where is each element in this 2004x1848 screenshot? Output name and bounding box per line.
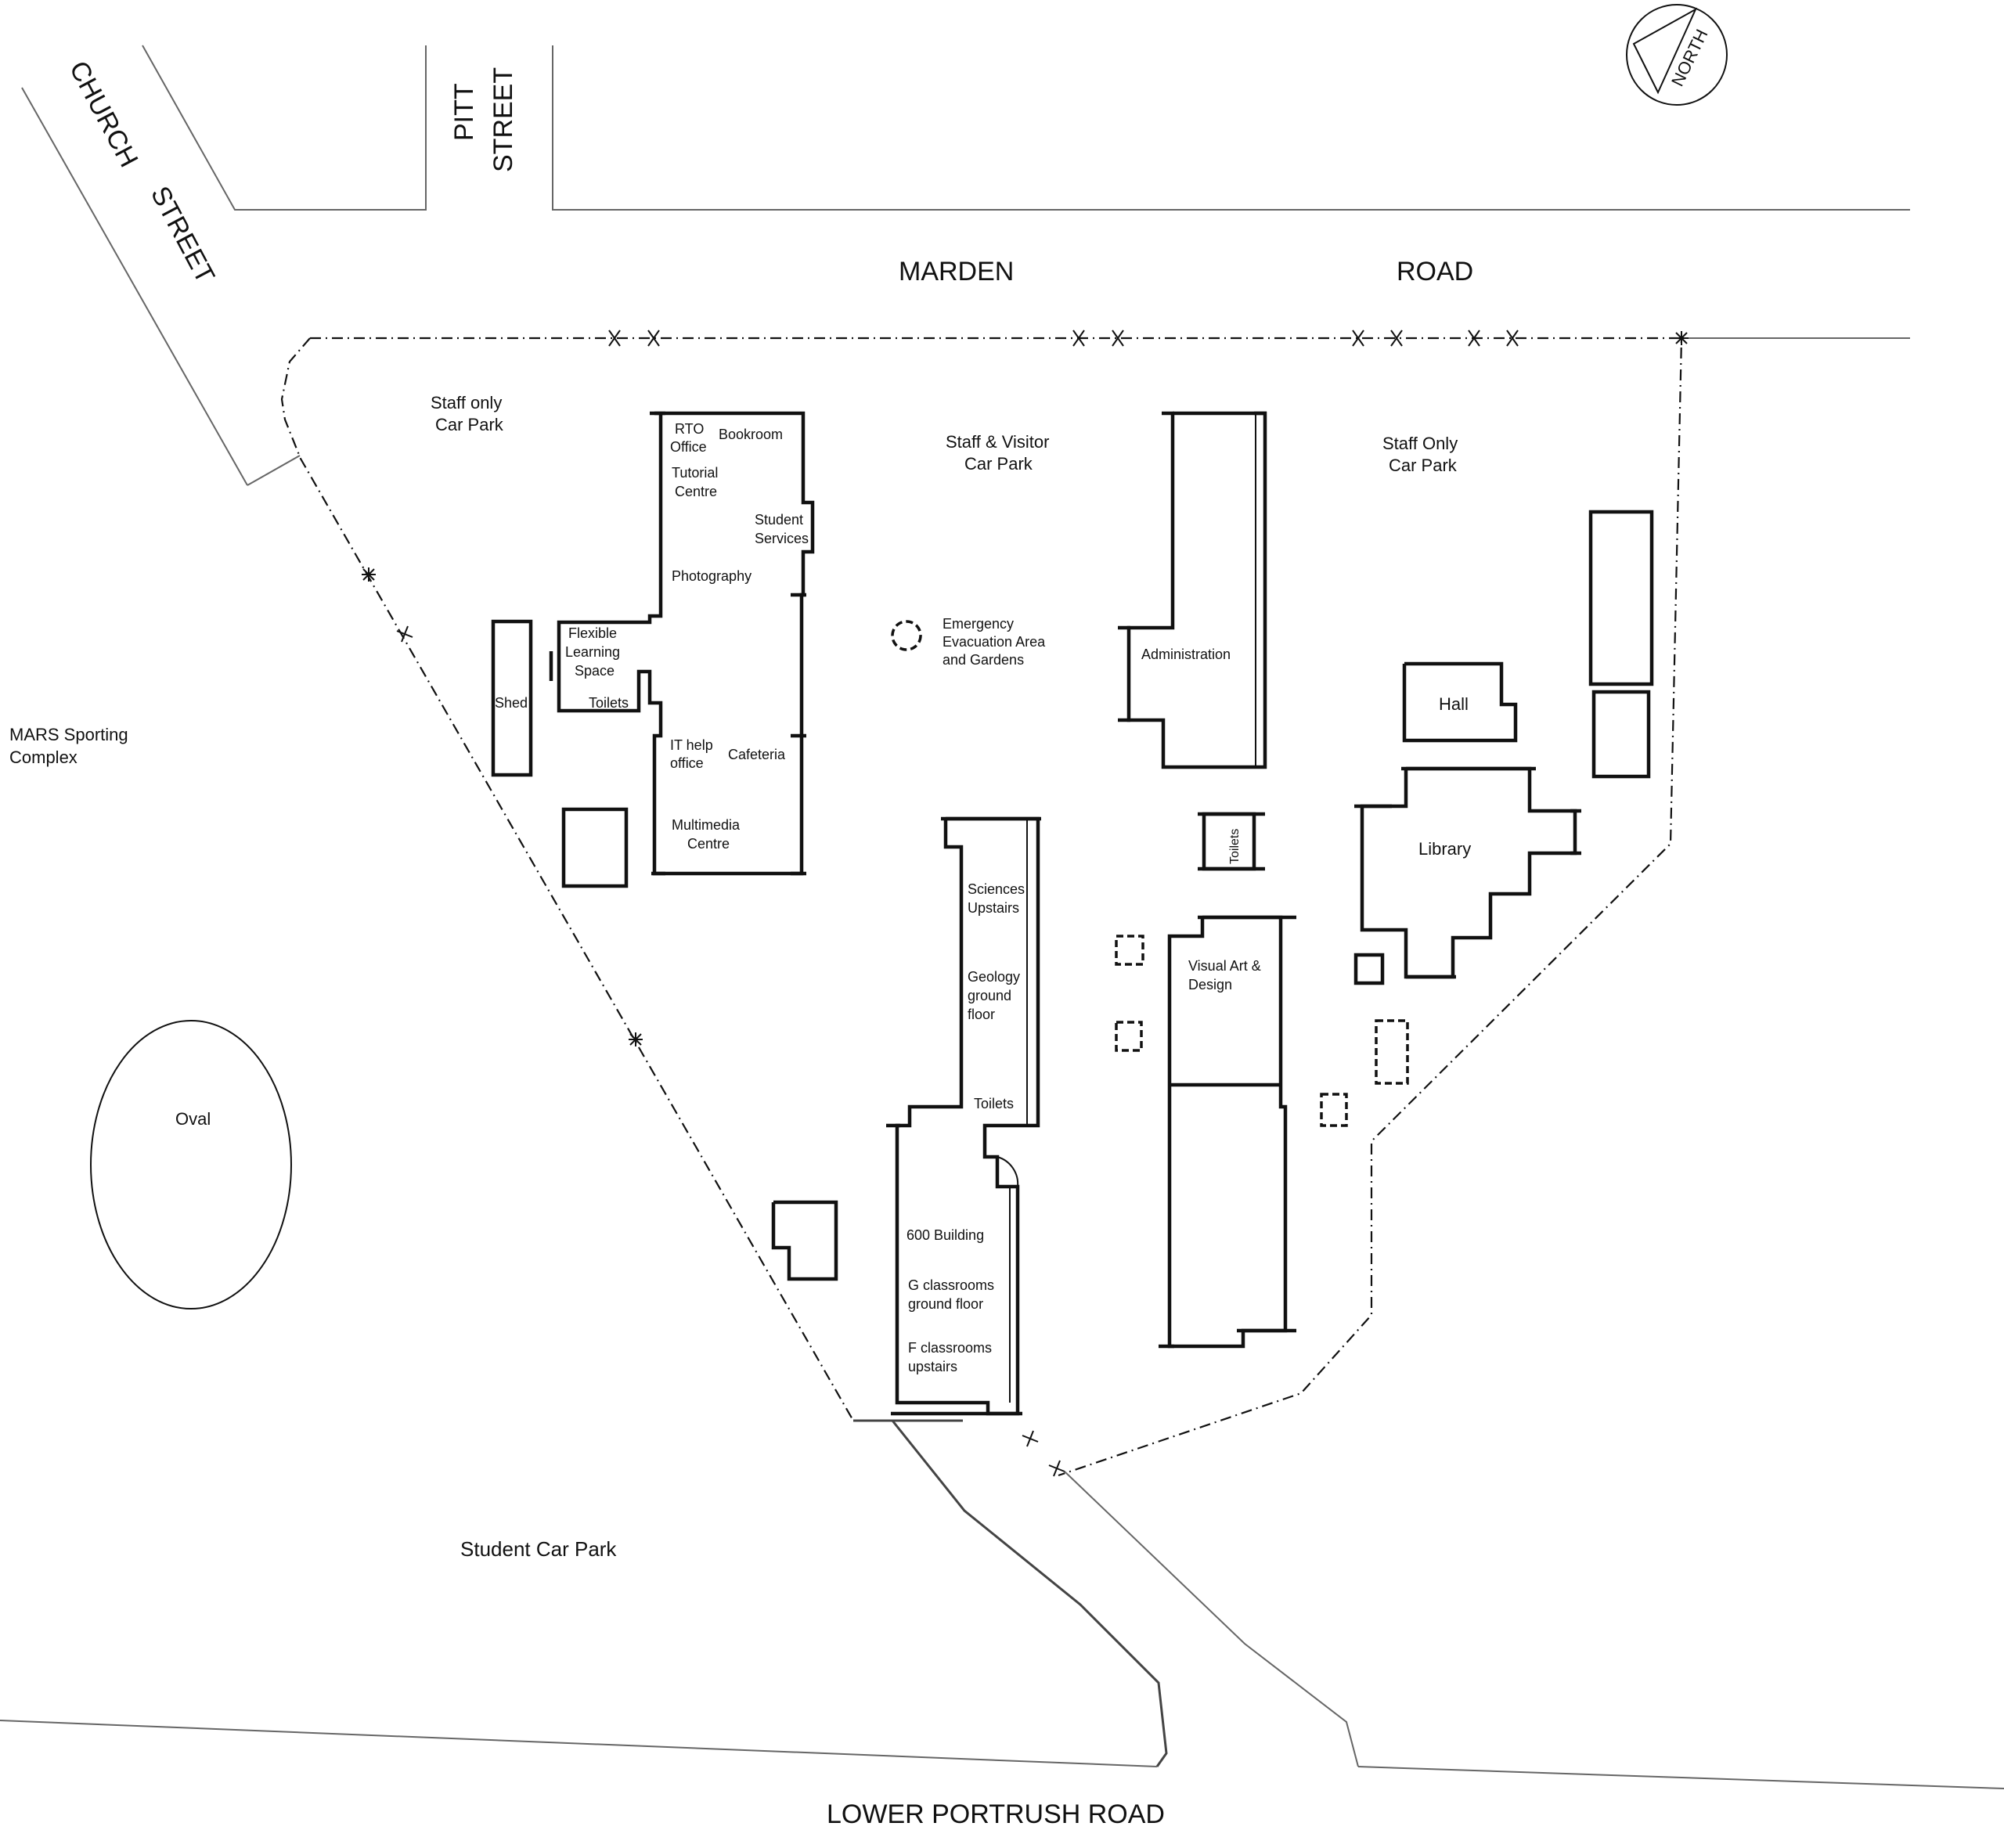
staff-only-car-park-west-1: Staff only	[431, 393, 502, 412]
library-label: Library	[1418, 839, 1471, 859]
building-small-south	[771, 1200, 838, 1281]
multimedia-centre-label-2: Centre	[687, 836, 730, 852]
evacuation-point-icon	[891, 620, 922, 651]
oval-field: Oval	[90, 1020, 292, 1309]
geology-label-2: ground	[968, 988, 1011, 1003]
evacuation-label-1: Emergency	[943, 616, 1014, 632]
mars-sporting-label-2: Complex	[9, 747, 77, 767]
sciences-label-2: Upstairs	[968, 900, 1019, 916]
north-compass: NORTH	[1626, 4, 1728, 106]
staff-only-car-park-east-2: Car Park	[1389, 456, 1458, 475]
staff-visitor-car-park-1: Staff & Visitor	[946, 432, 1049, 452]
geology-label-1: Geology	[968, 969, 1020, 985]
lower-portrush-road-west	[0, 1720, 1158, 1767]
student-services-label-2: Services	[755, 531, 809, 546]
gate-markers	[362, 330, 1689, 1477]
student-services-label-1: Student	[755, 512, 803, 528]
driveway-west-edge	[891, 1420, 1168, 1767]
church-street-corner	[247, 455, 301, 486]
it-help-office-label-1: IT help	[670, 737, 713, 753]
building-small-library	[1353, 953, 1385, 985]
church-street-label-1: CHURCH	[63, 56, 144, 172]
g-classrooms-label-1: G classrooms	[908, 1277, 994, 1293]
staff-only-car-park-west-2: Car Park	[435, 415, 504, 434]
building-hall	[1402, 661, 1518, 743]
rto-office-label-2: Office	[670, 439, 707, 455]
building-small-west	[561, 807, 629, 888]
building-main-west	[557, 411, 815, 876]
flexible-learning-label-1: Flexible	[568, 625, 617, 641]
road-outlines	[0, 45, 2004, 1789]
toilets-west-label: Toilets	[589, 695, 629, 711]
dashed-structure-4	[1320, 1093, 1348, 1127]
g-classrooms-label-2: ground floor	[908, 1296, 983, 1312]
staff-visitor-car-park-2: Car Park	[964, 454, 1033, 474]
church-street-label-2: STREET	[145, 182, 221, 288]
area-labels: Staff only Car Park Staff & Visitor Car …	[9, 393, 1458, 1561]
building-shed	[491, 619, 533, 777]
geology-label-3: floor	[968, 1007, 995, 1022]
church-street-edge-right	[142, 45, 427, 211]
dashed-structure-2	[1115, 1021, 1143, 1052]
multimedia-centre-label-1: Multimedia	[672, 817, 741, 833]
hall-label: Hall	[1439, 694, 1469, 714]
evacuation-label-3: and Gardens	[943, 652, 1024, 668]
building-portable-east-1	[1588, 510, 1654, 686]
lower-portrush-road-label: LOWER PORTRUSH ROAD	[827, 1799, 1165, 1829]
student-car-park-label: Student Car Park	[460, 1537, 617, 1561]
tutorial-centre-label-1: Tutorial	[672, 465, 718, 481]
church-street-edge-left	[21, 87, 248, 486]
staff-only-car-park-east-1: Staff Only	[1382, 434, 1458, 453]
toilets-centre-label: Toilets	[1228, 829, 1242, 864]
north-arrow-icon	[1632, 7, 1698, 95]
buildings	[491, 411, 1654, 1416]
pitt-street-label-2: STREET	[488, 67, 518, 172]
tutorial-centre-label-2: Centre	[675, 484, 717, 499]
visual-art-label-1: Visual Art &	[1188, 958, 1261, 974]
it-help-office-label-2: office	[670, 755, 704, 771]
f-classrooms-label-2: upstairs	[908, 1359, 957, 1374]
sciences-label-1: Sciences	[968, 881, 1025, 897]
600-door-arc	[997, 1156, 1019, 1187]
boundary-fence-west	[280, 337, 854, 1421]
flexible-learning-label-3: Space	[575, 663, 615, 679]
driveway-east-edge	[1064, 1471, 1359, 1767]
shed-label: Shed	[495, 695, 528, 711]
dashed-structure-3	[1375, 1019, 1409, 1085]
flexible-learning-label-2: Learning	[565, 644, 620, 660]
toilets-south-label: Toilets	[974, 1096, 1014, 1111]
oval-outline	[90, 1020, 292, 1309]
oval-label: Oval	[175, 1109, 211, 1129]
f-classrooms-label-1: F classrooms	[908, 1340, 992, 1356]
building-administration	[1126, 411, 1267, 769]
administration-label: Administration	[1141, 647, 1231, 662]
building-labels: RTO Office Bookroom Tutorial Centre Stud…	[495, 421, 1471, 1374]
compass-circle	[1626, 4, 1728, 106]
evacuation-label-2: Evacuation Area	[943, 634, 1046, 650]
building-portable-east-2	[1591, 690, 1651, 779]
lower-portrush-road-east	[1357, 1766, 2004, 1789]
pitt-street-edge-right	[552, 45, 1910, 211]
cafeteria-label: Cafeteria	[728, 747, 786, 762]
rto-office-label-1: RTO	[675, 421, 704, 437]
bookroom-label: Bookroom	[719, 427, 783, 442]
mars-sporting-label-1: MARS Sporting	[9, 725, 128, 744]
site-boundary	[280, 330, 1689, 1477]
marden-road-label-1: MARDEN	[899, 257, 1014, 286]
photography-label: Photography	[672, 568, 752, 584]
marden-road-label-2: ROAD	[1397, 257, 1473, 286]
dashed-structure-1	[1115, 935, 1144, 966]
building-library	[1360, 766, 1577, 979]
building-600-label: 600 Building	[906, 1227, 984, 1243]
road-labels: CHURCH STREET PITT STREET MARDEN ROAD LO…	[63, 56, 1473, 1829]
pitt-street-label-1: PITT	[449, 83, 479, 141]
visual-art-label-2: Design	[1188, 977, 1232, 992]
